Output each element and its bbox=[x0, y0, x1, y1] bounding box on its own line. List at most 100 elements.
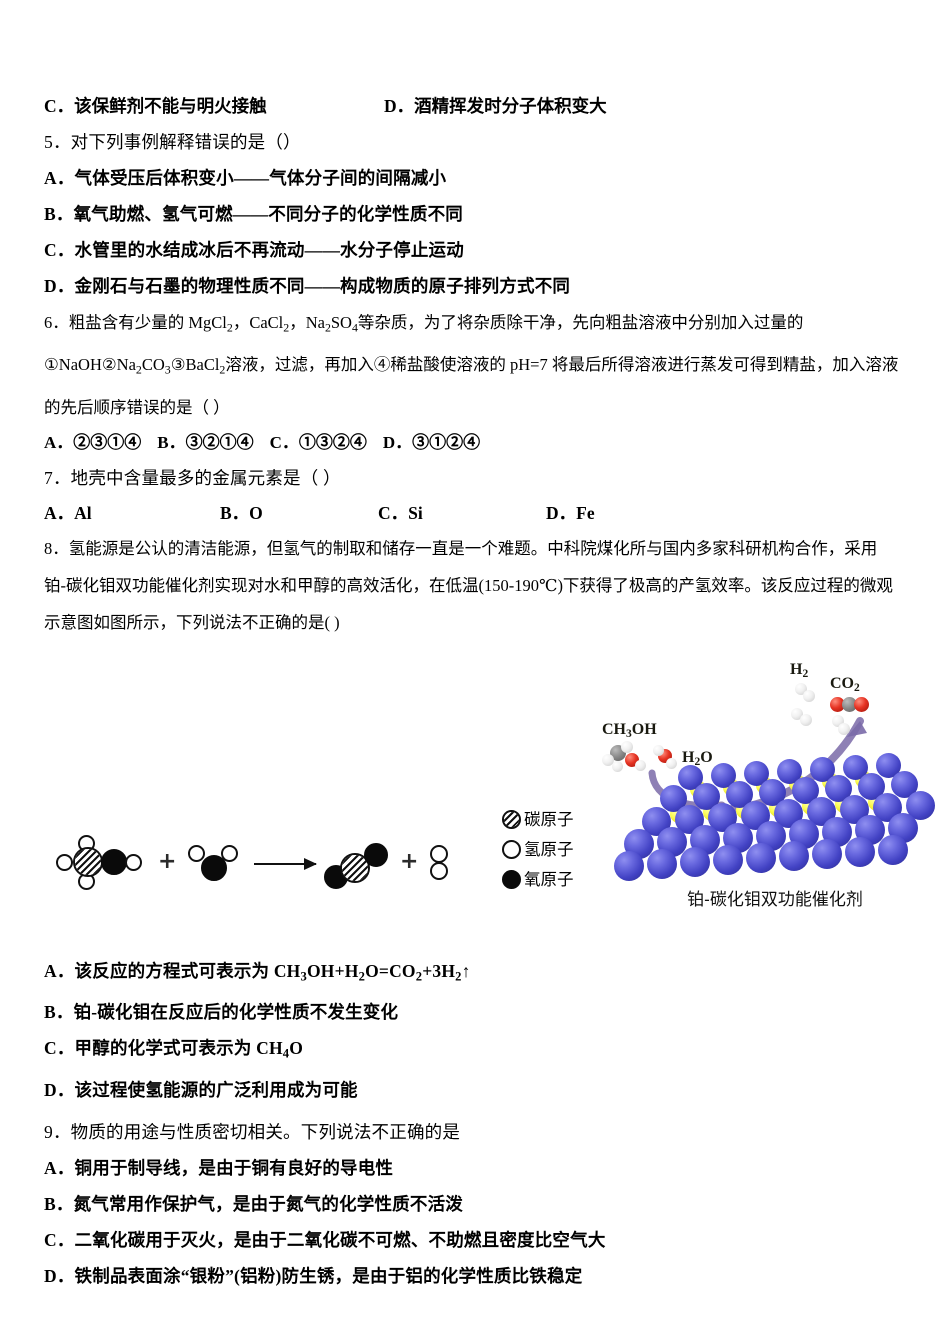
q9-option-a: A．铜用于制导线，是由于铜有良好的导电性 bbox=[44, 1157, 394, 1178]
hydrogen-sphere-icon bbox=[612, 760, 623, 772]
water-label-text: H bbox=[682, 748, 695, 766]
q7-option-a: A．Al bbox=[44, 502, 92, 523]
hydrogen-sphere-icon bbox=[621, 740, 633, 753]
q6-stem2-seg4: 溶液，过滤，再加入④稀盐酸使溶液的 pH=7 将最后所得溶液进行蒸发可得到精盐，… bbox=[225, 355, 899, 375]
q8a-sub1: 3 bbox=[300, 969, 307, 984]
reaction-arrow-icon bbox=[254, 856, 317, 871]
q6-sub-6: 3 bbox=[164, 362, 171, 377]
legend-row-hydrogen: 氢原子 bbox=[502, 835, 622, 865]
water-label: H2O bbox=[682, 749, 713, 768]
methanol-label: CH3OH bbox=[602, 721, 657, 740]
q6-sub-1: 2 bbox=[226, 320, 233, 335]
q6-stem-line3: 的先后顺序错误的是（ ） bbox=[44, 397, 230, 417]
carbon-atom-icon bbox=[73, 846, 103, 877]
hydrogen-atom-icon bbox=[56, 853, 73, 871]
q9-option-d: D．铁制品表面涂“银粉”(铝粉)防生锈，是由于铝的化学性质比铁稳定 bbox=[44, 1265, 583, 1286]
carbon-sphere-icon bbox=[842, 696, 857, 712]
q9-option-b: B．氮气常用作保护气，是由于氮气的化学性质不活泼 bbox=[44, 1193, 463, 1214]
plus-operator-2: + bbox=[400, 848, 419, 874]
q8-stem-line2: 铂-碳化钼双功能催化剂实现对水和甲醇的高效活化，在低温(150-190℃)下获得… bbox=[44, 575, 893, 595]
hydrogen-atom-icon bbox=[188, 844, 205, 862]
q6-sub-2: 2 bbox=[283, 320, 290, 335]
q8-figure: + + 碳原子 bbox=[44, 653, 935, 953]
metal-sphere-icon bbox=[812, 838, 842, 869]
metal-sphere-icon bbox=[878, 834, 908, 865]
hydrogen-sphere-icon bbox=[838, 722, 850, 735]
q6-option-a: A．②③①④ bbox=[44, 432, 142, 452]
oxygen-sphere-icon bbox=[854, 696, 869, 712]
figure-legend: 碳原子 氢原子 氧原子 bbox=[502, 805, 622, 895]
methanol-label-text: CH bbox=[602, 720, 626, 738]
q7-option-d: D．Fe bbox=[546, 502, 595, 523]
q5-option-d: D．金刚石与石墨的物理性质不同——构成物质的原子排列方式不同 bbox=[44, 276, 571, 296]
q8a-sub4: 2 bbox=[455, 969, 462, 984]
q8-option-c-label: C． bbox=[44, 1038, 75, 1059]
q8-option-c: C．甲醇的化学式可表示为 CH4O bbox=[44, 1030, 910, 1072]
page-content: C．该保鲜剂不能与明火接触 D．酒精挥发时分子体积变大 5．对下列事例解释错误的… bbox=[44, 88, 935, 1294]
hydrogen-atom-icon bbox=[125, 853, 142, 871]
hydrogen-sphere-icon bbox=[800, 713, 812, 726]
q7-stem: 7．地壳中含量最多的金属元素是（ ） bbox=[44, 467, 341, 488]
methanol-label-tail: OH bbox=[631, 720, 657, 738]
q7-option-b: B．O bbox=[220, 502, 263, 523]
q8-option-d-text: 该过程使氢能源的广泛利用成为可能 bbox=[74, 1079, 358, 1100]
co2-label-sub: 2 bbox=[854, 681, 860, 694]
q6-stem2-seg3: ③BaCl bbox=[170, 355, 220, 375]
metal-sphere-icon bbox=[845, 836, 875, 867]
q6-stem2-seg2: CO bbox=[141, 355, 165, 375]
q5-option-c: C．水管里的水结成冰后不再流动——水分子停止运动 bbox=[44, 240, 464, 260]
q8-option-a: A．该反应的方程式可表示为 CH3OH+H2O=CO2+3H2↑ bbox=[44, 953, 910, 995]
q4-option-d: D．酒精挥发时分子体积变大 bbox=[384, 96, 607, 116]
hydrogen-sphere-icon bbox=[653, 744, 664, 756]
legend-label-hydrogen: 氢原子 bbox=[524, 839, 574, 859]
catalyst-caption: 铂-碳化钼双功能催化剂 bbox=[687, 889, 863, 909]
q6-stem-seg3: ，Na bbox=[289, 313, 325, 332]
q6-stem-line2: ①NaOH②Na2CO3③BaCl2溶液，过滤，再加入④稀盐酸使溶液的 pH=7… bbox=[44, 346, 910, 388]
carbon-dioxide-label: CO2 bbox=[830, 675, 860, 694]
methanol-label-sub: 3 bbox=[626, 727, 632, 740]
carbon-atom-swatch-icon bbox=[502, 809, 521, 829]
metal-sphere-icon bbox=[746, 842, 776, 873]
q6-stem-seg2: ，CaCl bbox=[232, 313, 284, 332]
q8-option-b: B．铂-碳化钼在反应后的化学性质不发生变化 bbox=[44, 994, 910, 1030]
hydrogen-label-sub: 2 bbox=[802, 667, 809, 680]
q6-stem-seg1: 6．粗盐含有少量的 MgCl bbox=[44, 313, 227, 332]
hydrogen-atom-icon bbox=[430, 844, 448, 863]
molecular-equation-diagram: + + bbox=[56, 833, 456, 923]
q5-stem: 5．对下列事例解释错误的是（） bbox=[44, 132, 301, 152]
q6-sub-5: 2 bbox=[135, 362, 142, 377]
q8a-sub2: 2 bbox=[358, 969, 366, 984]
legend-row-oxygen: 氧原子 bbox=[502, 865, 622, 895]
q6-sub-3: 2 bbox=[324, 320, 331, 335]
q8a-m4: ↑ bbox=[461, 960, 471, 981]
hydrogen-sphere-icon bbox=[803, 689, 815, 702]
oxygen-atom-icon bbox=[364, 842, 388, 867]
q8-option-c-pre: 甲醇的化学式可表示为 CH bbox=[74, 1038, 283, 1059]
water-label-sub: 2 bbox=[694, 755, 701, 768]
q8c-m1: O bbox=[289, 1038, 304, 1059]
hydrogen-atom-icon bbox=[221, 844, 238, 862]
q8-option-b-text: 铂-碳化钼在反应后的化学性质不发生变化 bbox=[73, 1002, 399, 1023]
q6-option-b: B．③②①④ bbox=[157, 432, 254, 452]
metal-sphere-icon bbox=[680, 846, 710, 877]
hydrogen-atom-icon bbox=[430, 861, 448, 880]
q5-option-a: A．气体受压后体积变小——气体分子间的间隔减小 bbox=[44, 168, 447, 188]
q4-options-row: C．该保鲜剂不能与明火接触 D．酒精挥发时分子体积变大 bbox=[44, 88, 910, 124]
q6-option-c: C．①③②④ bbox=[269, 432, 367, 452]
q8a-m2: O=CO bbox=[365, 960, 416, 981]
metal-sphere-icon bbox=[779, 840, 809, 871]
q8-option-a-label: A． bbox=[44, 960, 75, 981]
q9-stem: 9．物质的用途与性质密切相关。下列说法不正确的是 bbox=[44, 1121, 461, 1142]
q8-option-d-label: D． bbox=[44, 1079, 75, 1100]
hydrogen-atom-swatch-icon bbox=[502, 839, 521, 859]
q8a-sub3: 2 bbox=[415, 969, 423, 984]
q8a-m3: +3H bbox=[422, 960, 456, 981]
hydrogen-sphere-icon bbox=[602, 753, 614, 766]
q8-option-d: D．该过程使氢能源的广泛利用成为可能 bbox=[44, 1072, 910, 1108]
q8-option-b-label: B． bbox=[44, 1002, 74, 1023]
co2-label-text: CO bbox=[830, 674, 854, 692]
metal-sphere-icon bbox=[614, 850, 644, 881]
q9-option-c: C．二氧化碳用于灭火，是由于二氧化碳不可燃、不助燃且密度比空气大 bbox=[44, 1229, 606, 1250]
q6-stem2-seg1: ①NaOH②Na bbox=[44, 355, 136, 375]
